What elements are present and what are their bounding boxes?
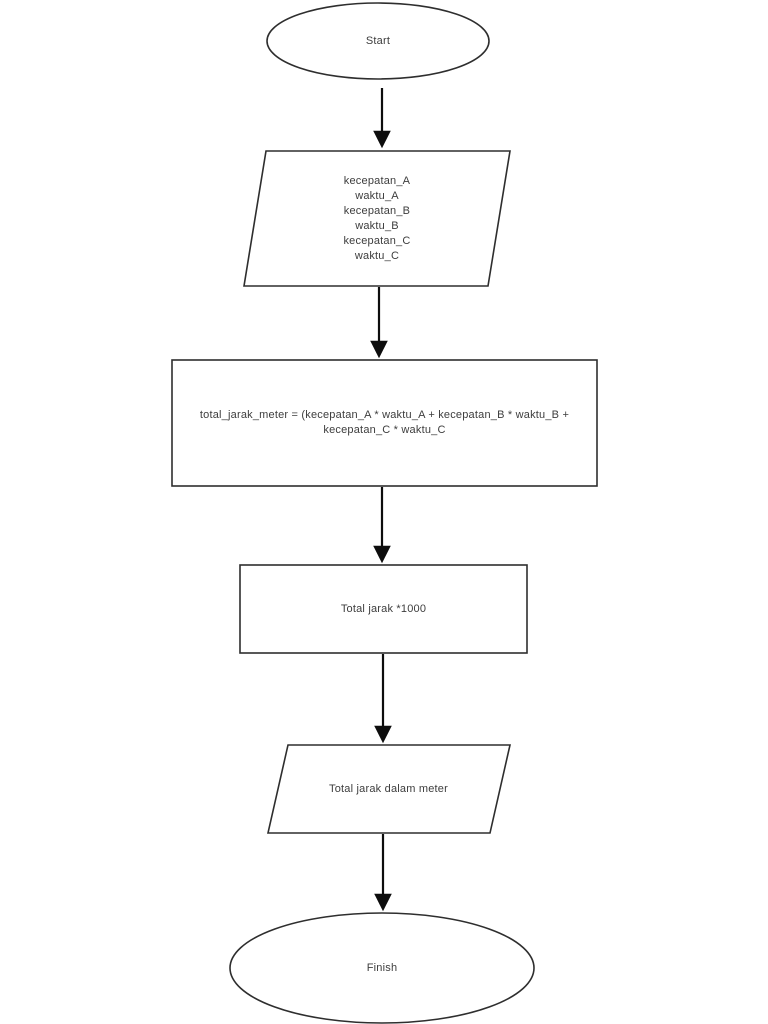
start-node-label: Start [365, 34, 391, 47]
inputs-node-shape [243, 150, 511, 287]
finish-node-label: Finish [366, 961, 398, 974]
process-node-label: total_jarak_meter = (kecepatan_A * waktu… [199, 409, 570, 436]
inputs-node-label: kecepatan_A waktu_A kecepatan_B waktu_B … [246, 151, 508, 286]
output-node-label: Total jarak dalam meter [329, 782, 448, 795]
input-line-waktu-c: waktu_C [354, 249, 400, 262]
convert-node-shape [239, 564, 528, 654]
finish-node-shape [229, 912, 535, 1024]
process-node-shape [171, 359, 598, 487]
input-line-kecepatan-a: kecepatan_A [343, 174, 411, 187]
input-line-kecepatan-b: kecepatan_B [343, 204, 411, 217]
convert-node-label: Total jarak *1000 [340, 602, 427, 615]
input-line-waktu-a: waktu_A [355, 189, 399, 202]
start-node-shape [266, 2, 490, 80]
input-line-kecepatan-c: kecepatan_C [343, 234, 411, 247]
input-line-waktu-b: waktu_B [355, 219, 399, 232]
output-node-shape [266, 744, 512, 834]
